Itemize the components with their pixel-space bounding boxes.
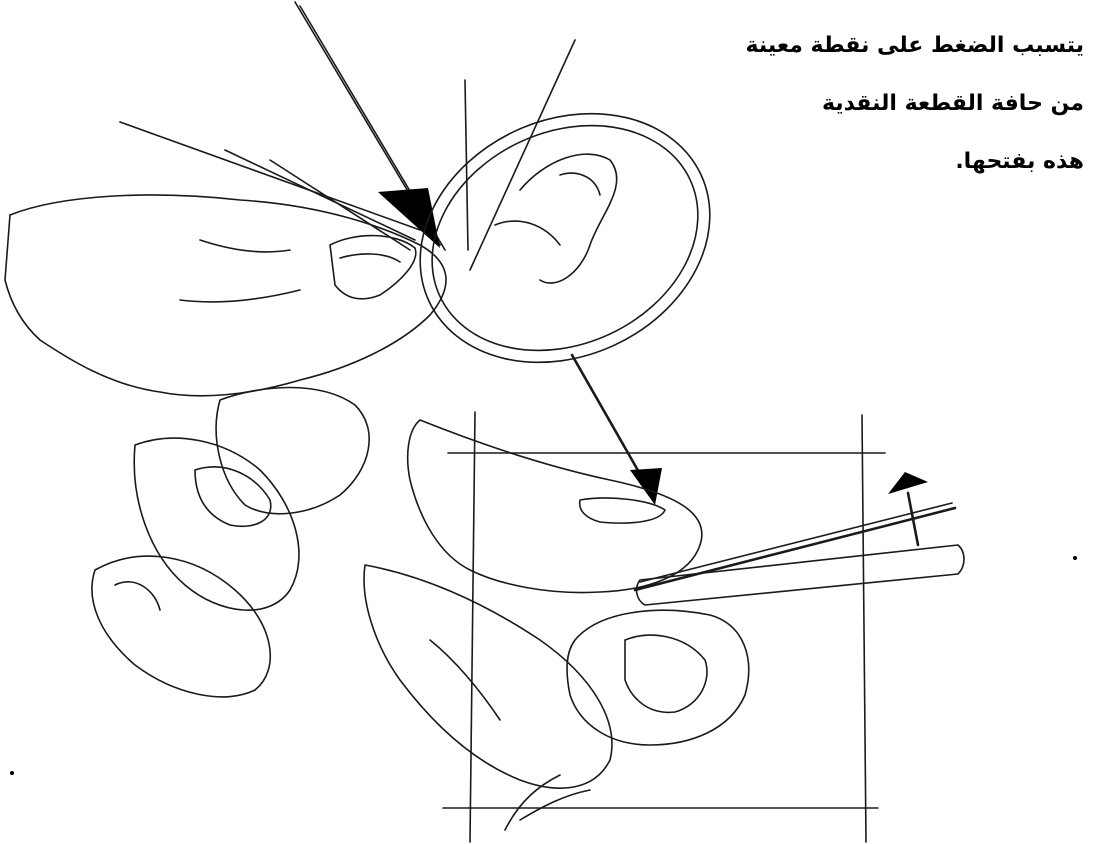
- opening-arrow: [888, 472, 928, 545]
- hand-top: [5, 195, 446, 396]
- dot-mark: [10, 771, 14, 775]
- dot-mark: [1073, 556, 1077, 560]
- coin-edge-opening: [635, 503, 964, 605]
- thumb-bottom: [567, 610, 749, 745]
- detail-frame: [443, 412, 885, 842]
- transition-arrow: [572, 355, 662, 505]
- fingers-left: [92, 388, 369, 697]
- coin-large: [379, 68, 751, 409]
